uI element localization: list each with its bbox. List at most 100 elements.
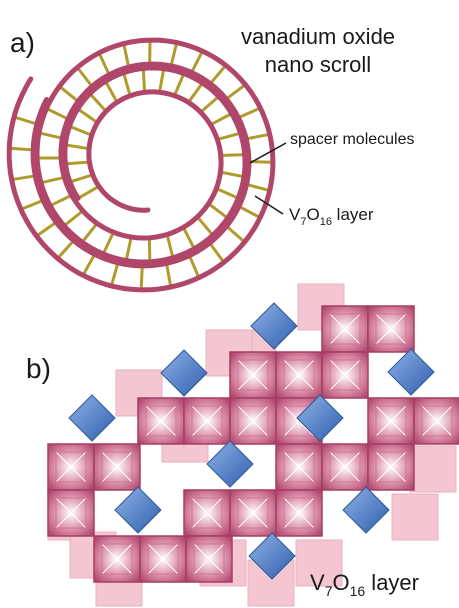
- spacer-molecule: [158, 70, 165, 91]
- octahedron-12: [93, 443, 141, 491]
- layer-pointer: [254, 195, 284, 215]
- spacer-molecule: [77, 68, 92, 86]
- spacer-molecule: [211, 113, 231, 126]
- spacer-molecule: [166, 236, 174, 257]
- spacer-molecule: [82, 223, 97, 242]
- spacer-molecule: [182, 228, 195, 248]
- octahedron-17: [183, 489, 231, 537]
- spacer-molecule: [239, 107, 260, 119]
- v7o16-lattice: [47, 283, 459, 607]
- tetrahedron-6: [114, 486, 162, 534]
- scroll-title-line1: vanadium oxide: [241, 24, 395, 49]
- spacer-molecule: [222, 153, 243, 157]
- tetrahedron-2: [387, 348, 435, 396]
- spacer-molecule: [37, 222, 56, 237]
- octahedron-7: [229, 397, 277, 445]
- spacer-molecule: [13, 174, 34, 181]
- panel-a-letter: a): [10, 27, 35, 58]
- spacer-molecule: [173, 74, 185, 95]
- scroll-wall-inner: [30, 61, 252, 269]
- octahedron-9: [367, 397, 415, 445]
- spacer-molecule: [250, 160, 271, 164]
- spacer-molecule: [79, 186, 98, 199]
- back-square-10: [295, 539, 343, 587]
- spacer-molecule: [82, 255, 96, 275]
- octahedron-1: [367, 305, 415, 353]
- layer-label-a: V7O16 layer: [289, 205, 374, 228]
- spacer-molecule: [170, 44, 178, 65]
- nano-scroll: [6, 37, 276, 293]
- tetrahedron-4: [296, 394, 344, 442]
- octahedron-18: [229, 489, 277, 537]
- spacer-molecule: [67, 160, 88, 166]
- octahedron-5: [137, 397, 185, 445]
- layer-label-b: V7O16 layer: [310, 570, 419, 599]
- octahedron-4: [321, 351, 369, 399]
- spacer-molecule: [209, 203, 228, 219]
- spacer-molecule: [105, 82, 118, 102]
- spacer-molecule: [125, 238, 133, 259]
- spacer-molecule: [122, 74, 132, 95]
- octahedron-19: [275, 489, 323, 537]
- spacer-molecule: [57, 240, 74, 258]
- spacer-molecule: [71, 173, 92, 183]
- spacer-molecule: [218, 132, 239, 141]
- octahedron-3: [275, 351, 323, 399]
- octahedron-0: [321, 305, 369, 353]
- spacer-molecule: [15, 116, 36, 125]
- octahedron-6: [183, 397, 231, 445]
- scroll-title-line2: nano scroll: [265, 52, 371, 77]
- octahedron-13: [275, 443, 323, 491]
- spacer-molecule: [227, 226, 245, 242]
- spacer-molecule: [98, 54, 110, 74]
- spacer-molecule: [210, 65, 226, 84]
- spacer-molecule: [11, 146, 32, 152]
- spacer-molecule: [201, 96, 219, 113]
- spacer-molecule: [51, 194, 71, 207]
- spacer-molecule: [67, 143, 88, 150]
- spacer-molecule: [222, 171, 243, 178]
- tetrahedron-0: [250, 302, 298, 350]
- spacer-pointer: [249, 142, 287, 164]
- octahedron-14: [321, 443, 369, 491]
- scroll-wall-outer: [6, 37, 276, 293]
- spacer-molecule: [64, 210, 83, 226]
- spacer-molecule: [40, 131, 61, 140]
- spacer-label: spacer molecules: [290, 131, 415, 148]
- spacer-molecule: [122, 45, 130, 66]
- octahedron-22: [185, 535, 233, 583]
- spacer-molecule: [42, 176, 63, 184]
- panel-a: a) vanadium oxide nano scroll spacer mol…: [6, 24, 415, 293]
- octahedron-11: [47, 443, 95, 491]
- spacer-molecule: [110, 264, 119, 285]
- spacer-molecule: [197, 217, 213, 235]
- spacer-molecule: [165, 265, 172, 286]
- spacer-molecule: [191, 52, 203, 72]
- spacer-molecule: [90, 94, 106, 111]
- tetrahedron-7: [342, 486, 390, 534]
- spacer-molecule: [102, 233, 114, 253]
- spacer-molecule: [209, 243, 224, 262]
- spacer-molecule: [78, 108, 97, 123]
- spacer-molecule: [139, 267, 144, 288]
- spacer-molecule: [141, 70, 146, 91]
- octahedron-20: [93, 535, 141, 583]
- spacer-molecule: [247, 133, 268, 140]
- panel-b-letter: b): [26, 353, 51, 384]
- tetrahedron-1: [160, 349, 208, 397]
- panel-b: b) V7O16 layer: [26, 283, 459, 607]
- spacer-molecule: [226, 84, 245, 100]
- spacer-molecule: [188, 256, 200, 277]
- octahedron-21: [139, 535, 187, 583]
- octahedron-15: [367, 443, 415, 491]
- octahedron-10: [413, 397, 459, 445]
- octahedron-16: [47, 489, 95, 537]
- spacer-molecule: [217, 187, 238, 199]
- back-square-12: [409, 445, 457, 493]
- tetrahedron-8: [248, 532, 296, 580]
- spacer-molecule: [60, 86, 78, 102]
- spacer-molecule: [70, 125, 91, 136]
- octahedron-2: [229, 351, 277, 399]
